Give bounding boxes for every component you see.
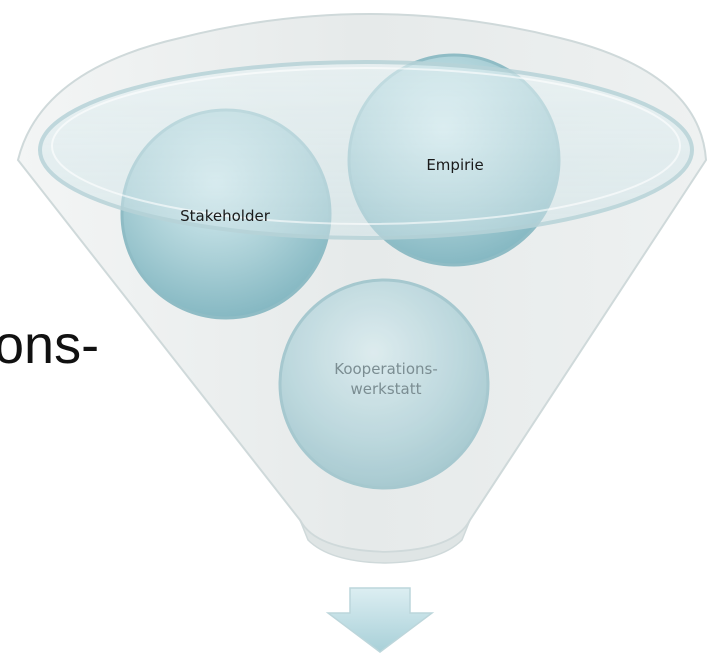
funnel-rim bbox=[38, 60, 694, 240]
down-arrow-icon bbox=[325, 587, 435, 653]
kooperationswerkstatt-label: Kooperations- werkstatt bbox=[296, 360, 476, 399]
kooperationswerkstatt-line-2: werkstatt bbox=[350, 379, 422, 398]
stakeholder-label: Stakeholder bbox=[180, 207, 270, 225]
empirie-label: Empirie bbox=[426, 156, 484, 174]
kooperationswerkstatt-line-1: Kooperations- bbox=[334, 360, 438, 378]
partial-side-text: ons- bbox=[0, 315, 100, 375]
funnel-neck bbox=[299, 519, 471, 564]
circle-kooperationswerkstatt bbox=[278, 278, 490, 490]
funnel-rim-inner bbox=[51, 67, 681, 225]
